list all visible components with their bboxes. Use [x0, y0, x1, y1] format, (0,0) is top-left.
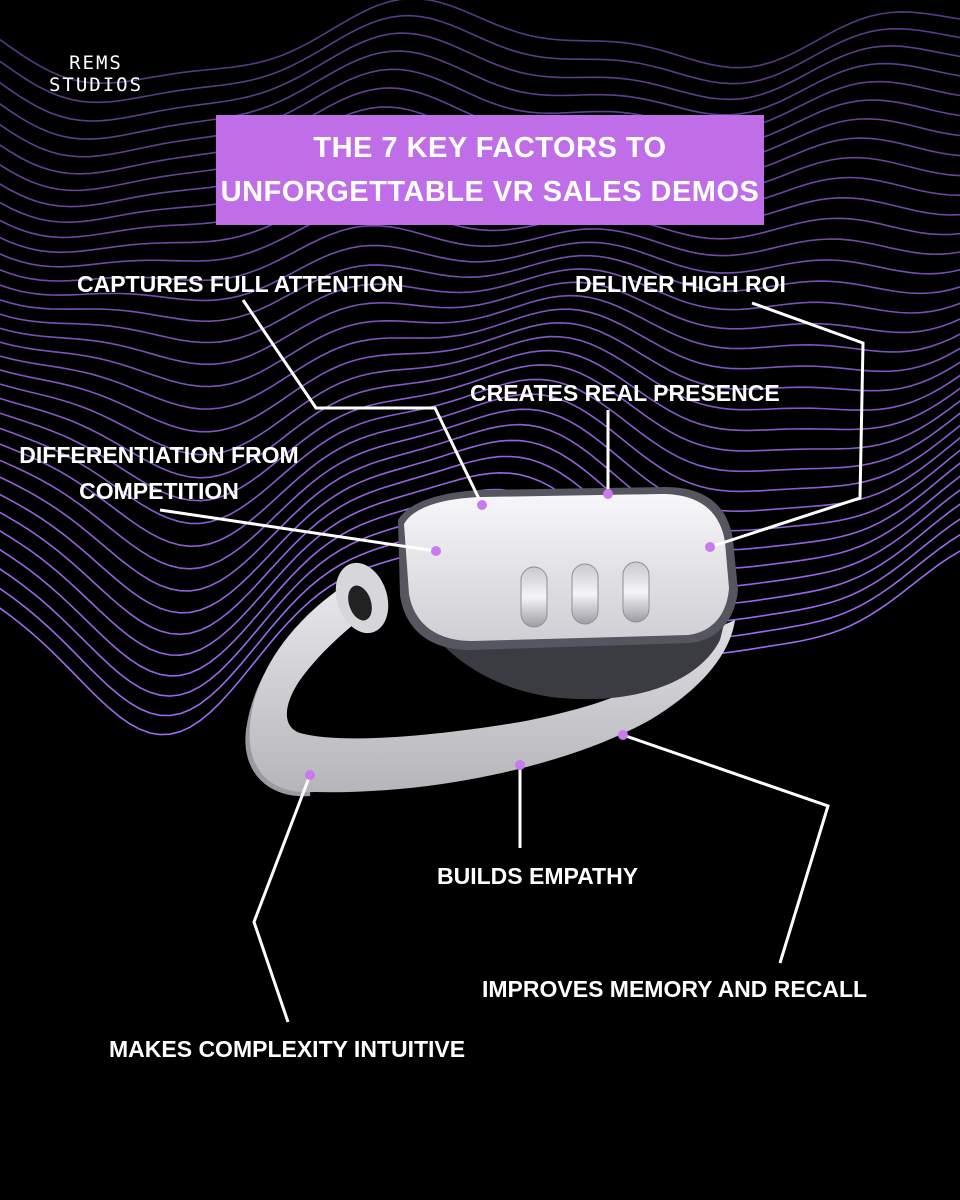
brand-logo: REMS STUDIOS: [46, 52, 146, 96]
logo-line-2: STUDIOS: [48, 74, 144, 96]
dot-captures: [477, 500, 487, 510]
wave-line: [0, 349, 960, 479]
dot-presence: [603, 489, 613, 499]
wave-line: [0, 378, 960, 525]
connector-captures: [241, 299, 484, 506]
title-line-2: UNFORGETTABLE VR SALES DEMOS: [220, 176, 760, 208]
label-complexity: MAKES COMPLEXITY INTUITIVE: [109, 1036, 466, 1062]
wave-line: [0, 364, 960, 502]
wave-line: [0, 224, 960, 282]
dot-differentiation: [431, 546, 441, 556]
wave-line: [0, 268, 960, 344]
wave-line: [0, 32, 960, 122]
connector-roi: [709, 301, 865, 549]
wave-line: [0, 408, 960, 570]
wave-line: [0, 393, 960, 548]
wave-line: [0, 423, 960, 592]
logo-line-1: REMS: [69, 52, 123, 74]
wave-line: [0, 439, 960, 614]
title-banner: THE 7 KEY FACTORS TO UNFORGETTABLE VR SA…: [216, 115, 764, 225]
label-empathy: BUILDS EMPATHY: [437, 863, 639, 889]
label-roi: DELIVER HIGH ROI: [575, 271, 786, 297]
wave-line: [0, 241, 960, 302]
wave-line: [0, 204, 960, 268]
wave-line: [0, 294, 960, 388]
wave-line: [0, 68, 960, 158]
wave-line: [0, 335, 960, 456]
label-presence: CREATES REAL PRESENCE: [470, 380, 780, 406]
wave-line: [0, 455, 960, 636]
connector-differentiation: [159, 508, 437, 553]
label-captures: CAPTURES FULL ATTENTION: [77, 271, 404, 297]
connector-memory: [622, 733, 830, 964]
dot-complexity: [305, 770, 315, 780]
wave-line: [0, 50, 960, 140]
title-line-1: THE 7 KEY FACTORS TO: [313, 132, 667, 164]
dot-empathy: [515, 760, 525, 770]
wave-line: [0, 308, 960, 410]
label-memory: IMPROVES MEMORY AND RECALL: [482, 976, 868, 1002]
wave-line: [0, 0, 960, 85]
connector-complexity: [252, 774, 312, 1023]
dot-memory: [618, 730, 628, 740]
wave-line: [0, 471, 960, 657]
wave-line: [0, 321, 960, 433]
headset-strap: [249, 585, 735, 793]
dot-roi: [705, 542, 715, 552]
wave-line: [0, 14, 960, 104]
wave-line: [0, 254, 960, 323]
label-differentiation: DIFFERENTIATION FROM COMPETITION: [19, 442, 299, 504]
